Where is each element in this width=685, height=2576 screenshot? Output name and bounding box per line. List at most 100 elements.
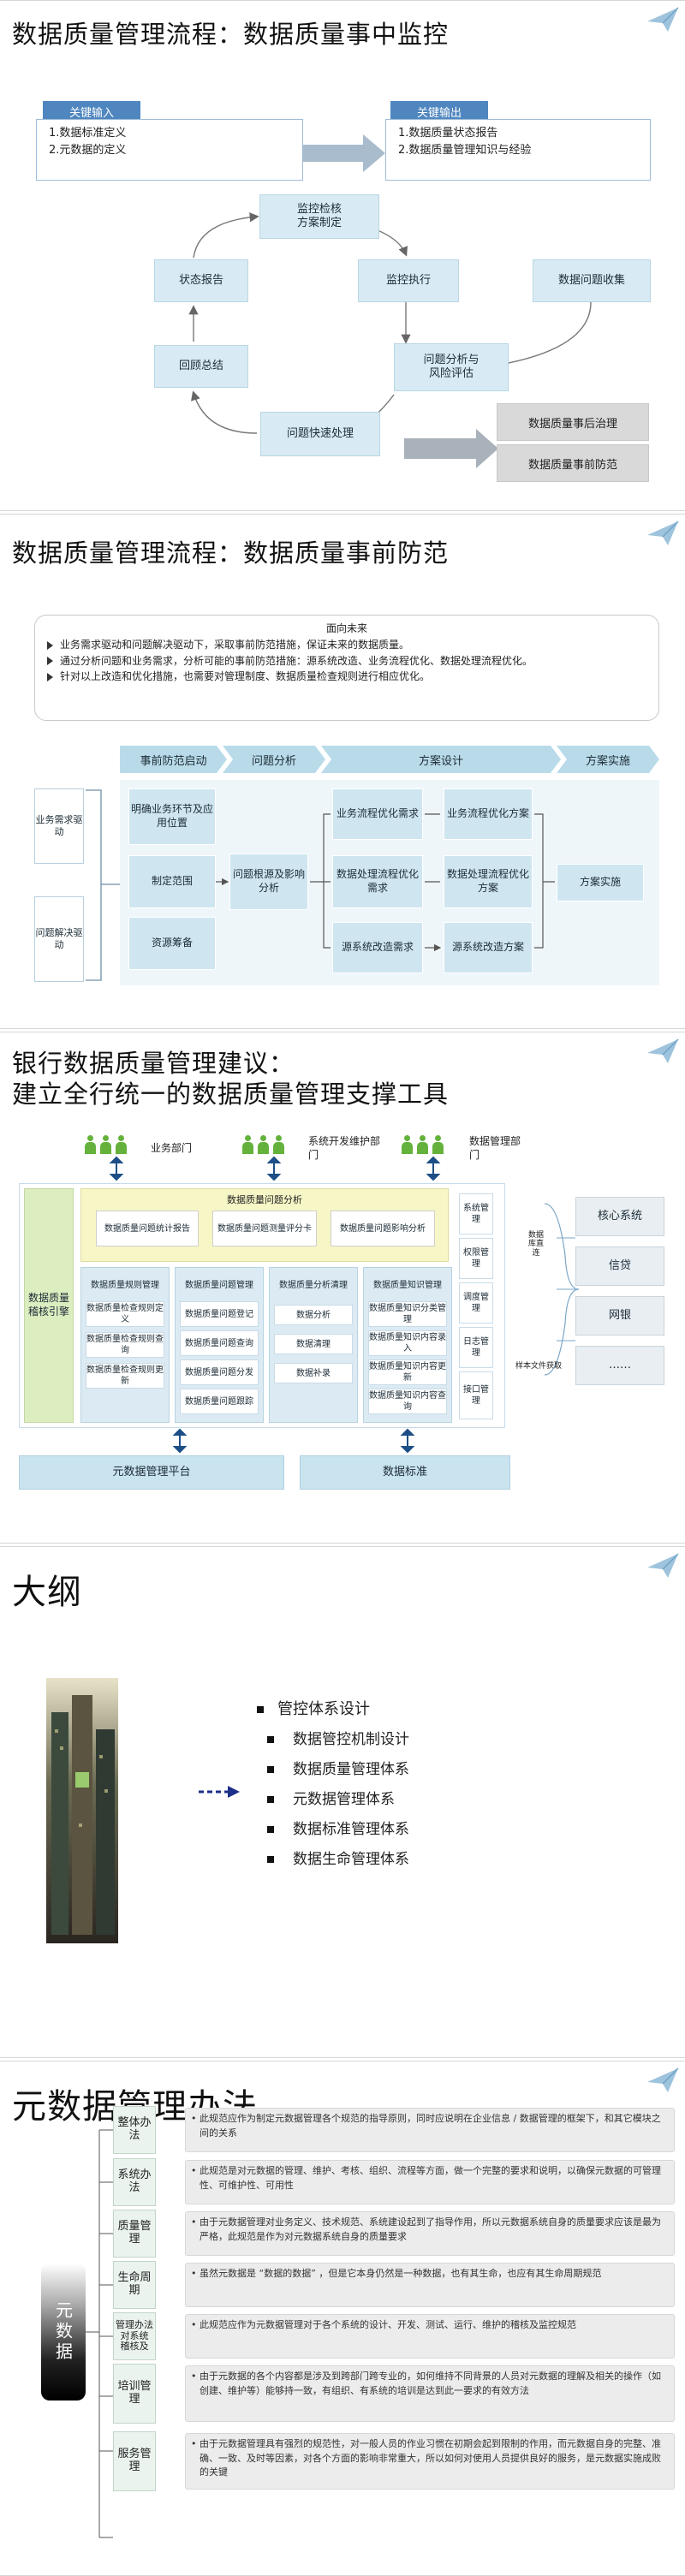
person-icon [272,1135,285,1154]
outline-item[interactable]: 数据生命管理体系 [267,1845,409,1875]
side-function: 调度管理 [459,1282,493,1324]
person-icon [257,1135,270,1154]
group-label: 数据管理部门 [469,1135,521,1161]
method-label: 整体办法 [113,2106,156,2154]
design-need: 源系统改造需求 [332,922,423,973]
method-label: 服务管理 [113,2431,156,2491]
design-plan: 源系统改造方案 [444,922,533,973]
file-fetch-label: 样本文件获取 [515,1362,562,1371]
bullet-square-icon [257,1706,264,1713]
function-item: 数据质量问题分发 [180,1359,259,1385]
bullet-square-icon [267,1826,274,1833]
current-pointer-icon [199,1786,240,1798]
slide-outline: 大纲 管控体系设计 数据管控机制设计 数据质量管理体系 元数据管理体系 数据标准… [0,1546,685,2058]
panel-title: 面向未来 [325,622,367,634]
bottom-standard: 数据标准 [300,1455,510,1490]
method-label: 系统办法 [113,2158,156,2206]
function-item: 数据质量知识内容更新 [368,1359,447,1385]
input-header: 关键输入 [43,101,140,122]
method-desc: 此规范是对元数据的管理、维护、考核、组织、流程等方面，做一个完整的要求和说明，以… [185,2160,675,2204]
method-row: 培训管理 由于元数据的各个内容都是涉及到跨部门跨专业的，如何维持不同背景的人员对… [113,2364,675,2424]
function-item: 数据质量检查规则查询 [86,1332,164,1358]
phase-chevron: 事前防范启动 [120,746,227,773]
person-icon [401,1135,414,1154]
outline-item[interactable]: 数据管控机制设计 [267,1725,409,1755]
paper-plane-icon [647,2067,679,2092]
bullet-square-icon [267,1856,274,1863]
analysis-item: 数据质量问题影响分析 [331,1211,435,1246]
arrow-right-icon [404,429,498,468]
engine-box: 数据质量稽核引擎 [24,1188,74,1423]
node-plan: 监控检核 方案制定 [259,194,379,239]
phase-chevron: 问题分析 [223,746,325,773]
analysis-item: 数据质量问题统计报告 [96,1211,199,1246]
node-review: 回顾总结 [154,345,248,388]
start-item: 明确业务环节及应用位置 [128,788,216,845]
function-item: 数据质量知识分类管理 [368,1301,447,1327]
system-box: 信贷 [575,1246,664,1286]
function-item: 数据质量知识内容查询 [368,1389,447,1414]
method-label: 质量管理 [113,2210,156,2258]
method-desc: 由于元数据管理具有强烈的规范性，对一般人员的作业习惯在初期会起到限制的作用，而元… [185,2433,675,2490]
city-image [46,1678,118,1943]
outline-item[interactable]: 数据标准管理体系 [267,1815,409,1845]
method-row: 质量管理 由于元数据管理对业务定义、技术规范、系统建设起到了指导作用，所以元数据… [113,2210,675,2258]
implement-box: 方案实施 [557,864,644,901]
function-item: 数据质量知识内容录入 [368,1330,447,1356]
person-icon [432,1135,444,1154]
outline-item-active[interactable]: 元数据管理体系 [267,1785,409,1815]
bullet-arrow-icon [47,640,53,650]
method-label: 生命周期 [113,2261,156,2309]
output-header: 关键输出 [390,101,488,122]
driver-business: 业务需求驱动 [34,788,84,864]
bracket [86,789,120,981]
person-icon [84,1135,97,1154]
method-row: 整体办法 此规范应作为制定元数据管理各个规范的指导原则，同时应说明在企业信息 /… [113,2106,675,2154]
driver-problem: 问题解决驱动 [34,896,84,982]
paper-plane-icon [647,1553,679,1578]
analysis-box: 问题根源及影响分析 [229,854,308,910]
phase-chevron: 方案设计 [321,746,561,773]
bullet-square-icon [267,1766,274,1773]
system-box: 网银 [575,1296,664,1336]
column-head: 数据质量知识管理 [373,1280,442,1290]
bullet: 针对以上改造和优化措施，也需要对管理制度、数据质量检查规则进行相应优化。 [47,669,650,685]
output-item: 2.数据质量管理知识与经验 [398,144,532,158]
function-item: 数据清理 [274,1334,353,1354]
side-function: 日志管理 [459,1327,493,1368]
paper-plane-icon [647,521,679,545]
input-item: 2.元数据的定义 [49,144,127,158]
method-row: 系统办法 此规范是对元数据的管理、维护、考核、组织、流程等方面，做一个完整的要求… [113,2158,675,2206]
person-icon [99,1135,112,1154]
column-head: 数据质量规则管理 [91,1280,159,1290]
slide-monitoring: 数据质量管理流程：数据质量事中监控 关键输入 1.数据标准定义 2.元数据的定义… [0,0,685,511]
function-item: 数据分析 [274,1305,353,1325]
method-desc: 由于元数据管理对业务定义、技术规范、系统建设起到了指导作用，所以元数据系统自身的… [185,2211,675,2256]
method-desc: 此规范应作为元数据管理对于各个系统的设计、开发、测试、运行、维护的稽核及监控规范 [185,2314,675,2359]
node-quick: 问题快速处理 [260,412,380,456]
method-row: 管理办法 对系统 稽核及 此规范应作为元数据管理对于各个系统的设计、开发、测试、… [113,2312,675,2360]
input-box: 1.数据标准定义 2.元数据的定义 [36,119,303,181]
person-icon [115,1135,128,1154]
design-plan: 业务流程优化方案 [444,788,533,840]
design-plan: 数据处理流程优化方案 [444,855,533,908]
system-box: …… [575,1346,664,1385]
slide-prevention: 数据质量管理流程：数据质量事前防范 面向未来 业务需求驱动和问题解决驱动下，采取… [0,514,685,1029]
page-title: 数据质量管理流程：数据质量事前防范 [12,538,450,568]
bottom-platform: 元数据管理平台 [19,1455,284,1490]
db-direct-label: 数据库直连 [527,1231,544,1258]
method-label: 培训管理 [113,2364,156,2424]
function-item: 数据质量检查规则更新 [86,1363,164,1389]
side-function: 权限管理 [459,1238,493,1279]
output-item: 1.数据质量状态报告 [398,127,498,140]
method-row: 服务管理 由于元数据管理具有强烈的规范性，对一般人员的作业习惯在初期会起到限制的… [113,2431,675,2491]
bracket-lines [86,2129,113,2538]
title-line: 建立全行统一的数据质量管理支撑工具 [12,1080,450,1110]
node-analysis: 问题分析与 风险评估 [394,343,509,391]
analysis-item: 数据质量问题测量评分卡 [212,1211,317,1246]
function-item: 数据质量检查规则定义 [86,1301,164,1327]
bullet-arrow-icon [47,672,53,681]
post-governance: 数据质量事后治理 [497,403,649,441]
page-title: 数据质量管理流程：数据质量事中监控 [12,20,450,49]
outline-item[interactable]: 数据质量管理体系 [267,1755,409,1785]
